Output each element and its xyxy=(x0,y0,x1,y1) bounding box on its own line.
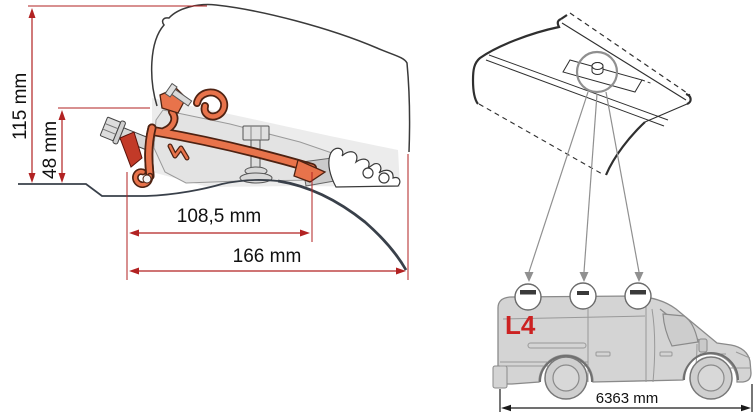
hex-bolt xyxy=(99,116,153,151)
detail-circle-icon xyxy=(575,50,619,94)
clip-stud xyxy=(164,82,193,107)
roof-mount-circle xyxy=(569,282,597,310)
cab-window xyxy=(662,313,699,347)
leader-arrows xyxy=(528,91,640,273)
dimension-lines xyxy=(28,5,409,280)
van-length-arrowheads xyxy=(501,404,751,412)
front-wheel xyxy=(683,352,739,400)
bracket-wedge-tip xyxy=(293,159,327,183)
dimension-arrowheads xyxy=(28,8,406,275)
leader-arrowheads xyxy=(524,272,644,282)
side-mirror xyxy=(698,338,708,353)
dim-108-label: 108,5 mm xyxy=(177,206,261,227)
roof-mount-circles xyxy=(514,282,652,311)
van-illustration: L4 6363 mm xyxy=(492,282,753,412)
rear-bumper xyxy=(492,365,508,389)
van-length-dimension xyxy=(499,384,753,412)
cross-section-view: 115 mm 48 mm 108,5 mm 166 mm xyxy=(10,3,411,280)
dim-115-label: 115 mm xyxy=(10,73,31,140)
bracket-leg xyxy=(132,123,157,188)
roof-mount-circle xyxy=(514,283,542,311)
roof-mount-circle xyxy=(624,282,652,310)
van-model-label: L4 xyxy=(505,310,536,340)
rail-profile xyxy=(328,147,401,188)
van-length-label: 6363 mm xyxy=(596,390,659,407)
dim-48-label: 48 mm xyxy=(40,121,61,179)
roof-3d-view xyxy=(471,12,692,176)
adapter-bracket xyxy=(149,90,316,172)
rear-wheel xyxy=(539,355,593,400)
wall-sweep xyxy=(277,179,408,271)
floor-profile xyxy=(18,179,279,197)
dim-166-label: 166 mm xyxy=(233,246,302,267)
roof-profile xyxy=(150,3,411,153)
plate-bolt xyxy=(591,62,604,75)
red-clamp xyxy=(119,131,143,168)
